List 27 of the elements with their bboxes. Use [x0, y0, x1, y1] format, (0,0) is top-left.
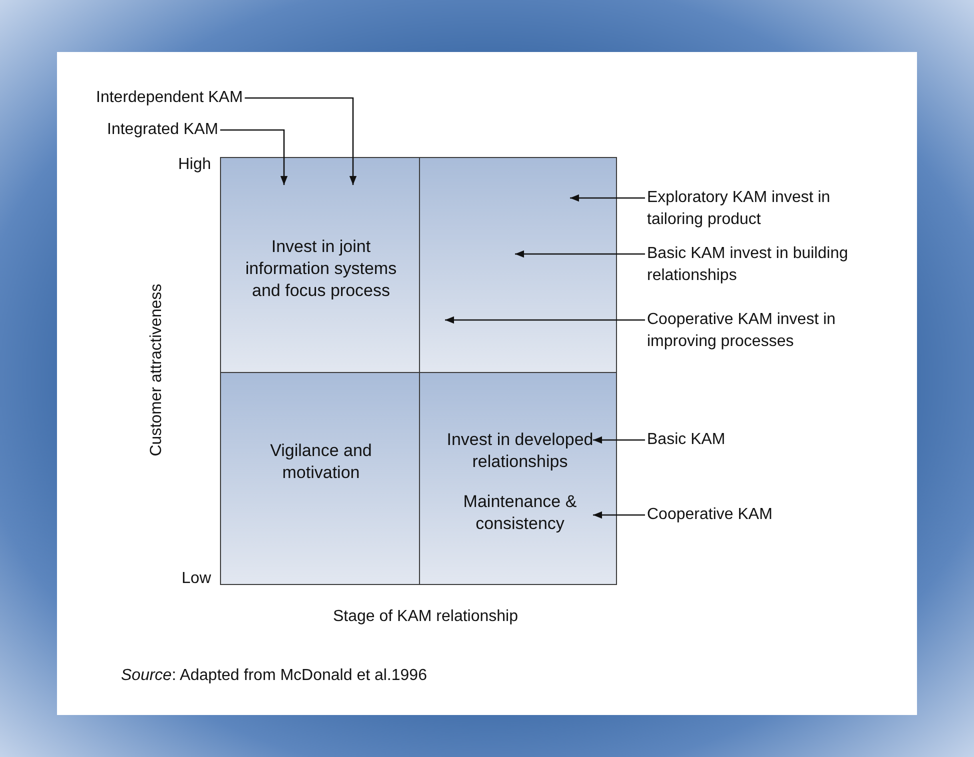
- callout-label: Integrated KAM: [107, 119, 218, 141]
- arrow: [515, 250, 645, 258]
- source-caption: Source: Adapted from McDonald et al.1996: [121, 666, 427, 686]
- axis-title: Customer attractiveness: [147, 284, 166, 456]
- arrow: [593, 436, 645, 444]
- matrix-quadrant: [220, 157, 420, 373]
- callout-label: Cooperative KAM: [647, 504, 772, 526]
- arrow: [593, 511, 645, 519]
- matrix-quadrant: [419, 157, 617, 373]
- axis-title: Stage of KAM relationship: [333, 607, 518, 627]
- axis-tick-label: High: [178, 155, 211, 175]
- arrow: [244, 97, 357, 185]
- quadrant-text: Maintenance & consistency: [462, 491, 578, 535]
- arrow: [220, 129, 288, 185]
- axis-tick-label: Low: [182, 569, 211, 589]
- callout-label: Cooperative KAM invest in improving processes: [647, 309, 907, 353]
- arrow: [570, 194, 645, 202]
- quadrant-text: Invest in joint information systems and focus process: [244, 236, 398, 302]
- callout-label: Interdependent KAM: [96, 87, 243, 109]
- quadrant-text: Vigilance and motivation: [269, 440, 373, 484]
- arrow: [445, 316, 645, 324]
- callout-label: Basic KAM: [647, 429, 726, 451]
- callout-label: Basic KAM invest in building relationships: [647, 243, 877, 287]
- matrix-quadrant: [419, 372, 617, 585]
- callout-label: Exploratory KAM invest in tailoring product: [647, 187, 877, 231]
- quadrant-text: Invest in developed relationships: [446, 429, 594, 473]
- matrix-quadrant: [220, 372, 420, 585]
